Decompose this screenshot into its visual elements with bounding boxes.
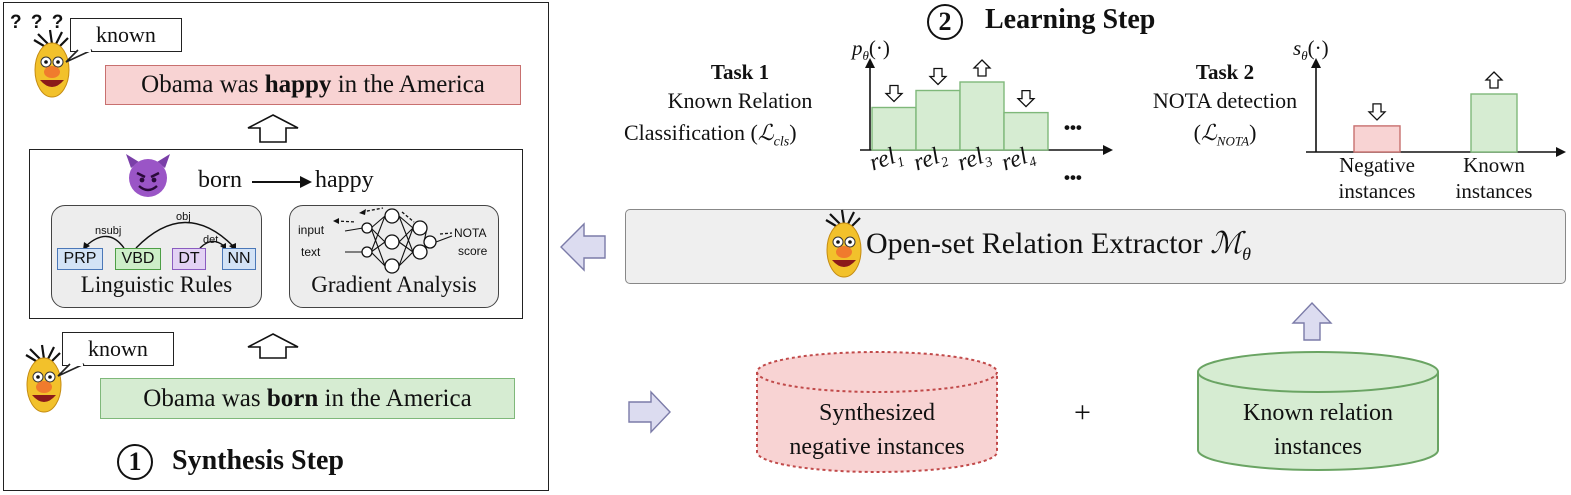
tick-line2: instances <box>1455 179 1533 203</box>
gradient-analysis-label: Gradient Analysis <box>311 272 477 297</box>
axis-label-sub: θ <box>862 48 869 64</box>
synthesized-db-line1: Synthesized <box>819 400 935 426</box>
arrow-up-icon <box>1484 71 1504 89</box>
task1-line2-text: Classification ( <box>624 120 758 145</box>
known-db-line1: Known relation <box>1243 400 1393 426</box>
synthesis-step-title: Synthesis Step <box>172 445 344 476</box>
tick-text: rel <box>866 143 900 177</box>
task2-axis-label: sθ(·) <box>1293 36 1329 64</box>
extractor-symbol-sub: θ <box>1242 244 1251 264</box>
tick-line2: instances <box>1338 179 1416 203</box>
sentence-bold-word: happy <box>264 71 332 98</box>
sentence-part: in the America <box>337 71 485 98</box>
arrow-down-icon <box>928 67 948 86</box>
task1-tick-label: rel1 <box>866 141 907 181</box>
tick-line1: Known <box>1463 153 1525 177</box>
extractor-label: Open-set Relation Extractor ℳθ <box>866 226 1251 265</box>
task1-axis-label: pθ(·) <box>852 36 890 64</box>
task1-tick-label: rel3 <box>954 141 995 181</box>
plus-sign: + <box>1074 396 1091 429</box>
negative-sentence: Obama was happy in the America <box>105 65 521 105</box>
synthesized-db-label: Synthesized negative instances <box>757 396 997 464</box>
arrow-down-icon <box>1016 89 1036 108</box>
task2-line1: NOTA detection <box>1152 88 1298 113</box>
known-db-label: Known relation instances <box>1198 396 1438 464</box>
loss-symbol: ℒ <box>757 120 774 145</box>
pos-tag-prp: PRP <box>57 248 103 270</box>
learning-step-title: Learning Step <box>985 4 1156 35</box>
nn-input-label: input <box>298 223 325 237</box>
task2-bar <box>1353 125 1401 153</box>
extractor-text: Open-set Relation Extractor <box>866 227 1203 260</box>
tick-sub: 1 <box>895 154 907 172</box>
task1-tick-label: rel2 <box>910 141 951 181</box>
pos-tag-dt: DT <box>172 248 206 270</box>
nn-text-label: text <box>301 245 321 259</box>
extractor-symbol: ℳ <box>1210 226 1243 261</box>
task1-ellipsis-2: ••• <box>1064 168 1082 187</box>
dep-label-obj: obj <box>176 211 191 223</box>
loss-subscript: cls <box>773 134 790 150</box>
sentence-part: Obama was <box>141 71 259 98</box>
loss-symbol: ℒ <box>1200 120 1217 145</box>
axis-label-p: p <box>852 36 863 60</box>
dep-label-det: det <box>203 234 219 246</box>
task1-heading: Task 1 <box>710 60 770 84</box>
step-number-2: 2 <box>938 7 952 36</box>
sentence-bold-word: born <box>266 384 319 412</box>
synthesis-methods-box <box>29 149 523 319</box>
arrow-down-icon <box>884 84 904 103</box>
arrow-down-icon <box>1367 103 1387 121</box>
axis-label-sub: θ <box>1301 48 1308 64</box>
substitution-from: born <box>198 167 242 193</box>
substitution-to: happy <box>315 167 374 193</box>
known-bubble-bottom: known <box>62 332 174 366</box>
task1-tick-label: rel4 <box>998 141 1039 181</box>
tick-text: rel <box>954 143 988 177</box>
nn-nota-label: NOTA <box>454 226 487 240</box>
tick-text: rel <box>998 143 1032 177</box>
loss-subscript: NOTA <box>1216 133 1250 149</box>
task1-ellipsis: ••• <box>1064 118 1082 137</box>
arrow-up-icon <box>972 59 992 77</box>
known-bubble-top: known <box>70 18 182 52</box>
task1-line2: Classification (ℒcls) <box>624 120 864 150</box>
sentence-part: in the America <box>324 384 472 412</box>
nn-score-label: score <box>458 244 488 258</box>
tick-sub: 4 <box>1027 154 1039 172</box>
known-db-line2: instances <box>1274 434 1362 460</box>
axis-label-arg: (·) <box>868 36 890 60</box>
task2-line2: (ℒNOTA) <box>1115 120 1335 149</box>
synthesized-db-line2: negative instances <box>789 434 965 460</box>
sentence-part: Obama was <box>143 384 261 412</box>
tick-line1: Negative <box>1339 153 1415 177</box>
task1-line1: Known Relation <box>667 88 813 113</box>
linguistic-rules-label: Linguistic Rules <box>80 272 233 297</box>
task1-bar <box>959 81 1005 151</box>
known-sentence: Obama was born in the America <box>100 378 515 419</box>
axis-label-s: s <box>1293 36 1302 60</box>
dep-label-nsubj: nsubj <box>95 225 122 237</box>
tick-sub: 3 <box>983 154 995 172</box>
task2-close: ) <box>1249 120 1257 145</box>
tick-text: rel <box>910 143 944 177</box>
task2-bar <box>1470 93 1518 153</box>
synthesis-panel <box>3 2 549 491</box>
relation-extractor <box>625 209 1566 284</box>
pos-tag-nn: NN <box>222 248 256 270</box>
tick-sub: 2 <box>939 154 951 172</box>
confused-marks: ? ? ? <box>10 12 66 33</box>
pos-tag-vbd: VBD <box>115 248 161 270</box>
task1-close: ) <box>789 120 797 145</box>
step-number-1: 1 <box>128 447 142 476</box>
task2-open: ( <box>1193 120 1201 145</box>
task2-heading: Task 2 <box>1195 60 1255 84</box>
axis-label-arg: (·) <box>1307 36 1329 60</box>
